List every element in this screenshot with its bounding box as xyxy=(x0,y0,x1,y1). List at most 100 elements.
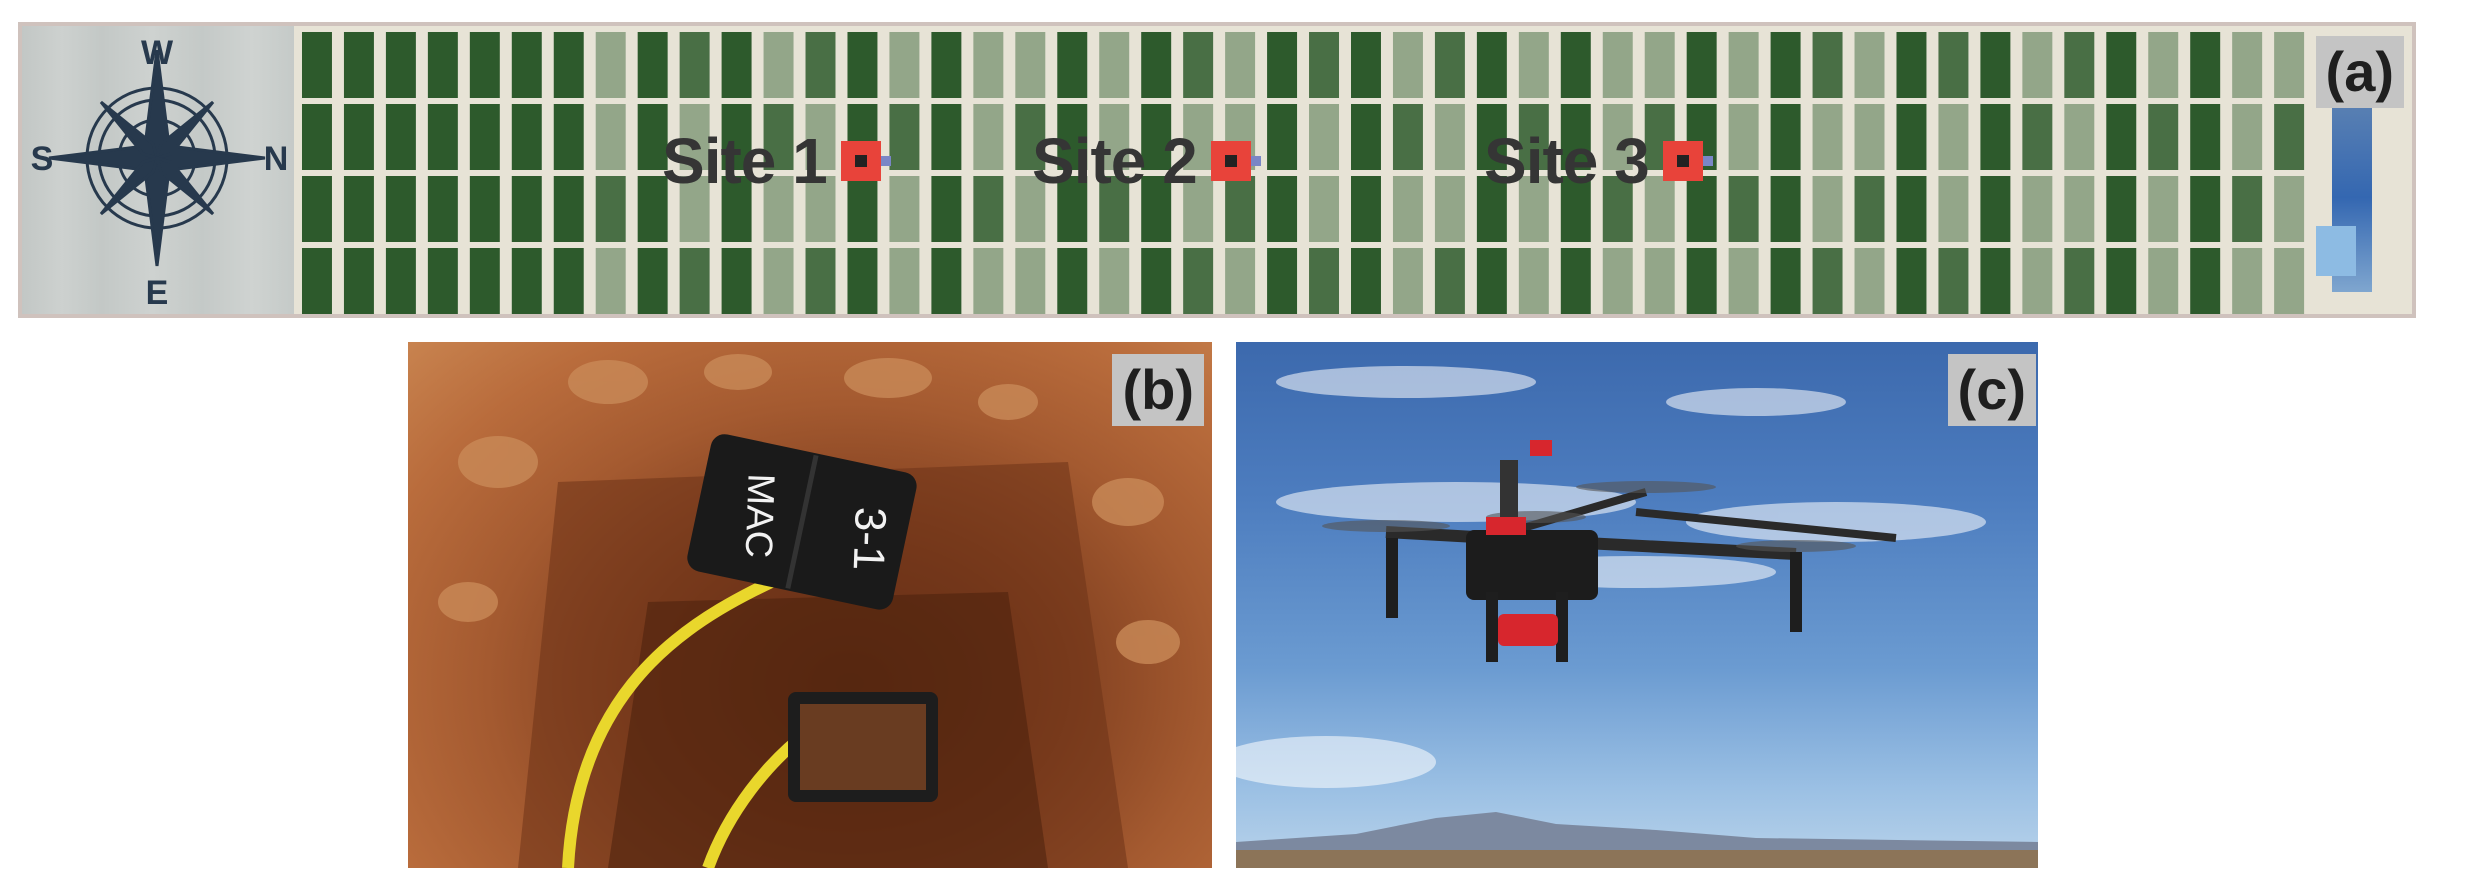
crop-plot xyxy=(2022,32,2053,98)
crop-plot xyxy=(427,104,458,170)
crop-plot xyxy=(1225,248,1256,314)
drone-photo: (c) xyxy=(1236,342,2038,868)
crop-plot xyxy=(1183,176,1214,242)
crop-plot xyxy=(343,248,374,314)
sensor-label-mac: MAC xyxy=(737,473,782,559)
panel-a-tag: (a) xyxy=(2315,36,2404,108)
crop-plot xyxy=(2022,176,2053,242)
crop-plot xyxy=(1141,104,1172,170)
crop-plot xyxy=(721,176,752,242)
crop-plot xyxy=(1434,176,1465,242)
crop-plot xyxy=(1854,176,1885,242)
crop-plot xyxy=(1896,104,1927,170)
compass-north: N xyxy=(264,140,289,178)
crop-plot xyxy=(1183,248,1214,314)
crop-plot xyxy=(1518,176,1549,242)
crop-plot xyxy=(1476,32,1507,98)
crop-plot xyxy=(1267,176,1298,242)
crop-plot xyxy=(301,104,332,170)
crop-plot xyxy=(1854,104,1885,170)
crop-plot xyxy=(385,248,416,314)
crop-plot xyxy=(1686,176,1717,242)
drone xyxy=(1322,440,1897,662)
crop-plot xyxy=(1644,32,1675,98)
crop-plot xyxy=(1476,248,1507,314)
crop-plot xyxy=(2190,32,2221,98)
crop-plot xyxy=(1015,248,1046,314)
crop-plot xyxy=(511,176,542,242)
crop-plot xyxy=(343,176,374,242)
crop-plot xyxy=(1392,248,1423,314)
crop-plot xyxy=(2106,176,2137,242)
crop-plot xyxy=(805,248,836,314)
crop-plot xyxy=(2190,104,2221,170)
crop-plot xyxy=(511,32,542,98)
crop-plot xyxy=(679,248,710,314)
crop-plot xyxy=(1099,176,1130,242)
crop-plot xyxy=(553,176,584,242)
crop-plot xyxy=(1854,248,1885,314)
panel-b-tag: (b) xyxy=(1112,354,1204,426)
crop-plot xyxy=(1560,248,1591,314)
crop-plot xyxy=(1057,104,1088,170)
crop-plot xyxy=(1728,32,1759,98)
crop-plot xyxy=(1309,176,1340,242)
crop-plot xyxy=(1392,104,1423,170)
crop-plot xyxy=(1434,104,1465,170)
crop-plot xyxy=(595,104,626,170)
crop-plot xyxy=(2190,176,2221,242)
crop-plot xyxy=(1812,104,1843,170)
crop-plot xyxy=(1812,32,1843,98)
crop-plot xyxy=(1057,176,1088,242)
crop-plot xyxy=(889,32,920,98)
sensor-label-id: 3-1 xyxy=(844,506,895,571)
crop-plot xyxy=(1141,248,1172,314)
crop-plot xyxy=(1267,104,1298,170)
crop-plot xyxy=(973,32,1004,98)
crop-plot xyxy=(595,32,626,98)
crop-plot xyxy=(1812,176,1843,242)
crop-plot xyxy=(1644,248,1675,314)
crop-plot xyxy=(1602,32,1633,98)
crop-plot xyxy=(1015,176,1046,242)
site-2-sensor-icon xyxy=(1210,141,1251,181)
lower-sensor xyxy=(788,692,938,802)
site-1-marker: Site 1 xyxy=(662,124,891,198)
crop-plot xyxy=(2148,248,2179,314)
crop-plot xyxy=(1602,176,1633,242)
crop-plot xyxy=(637,32,668,98)
crop-plot xyxy=(301,32,332,98)
crop-plot xyxy=(973,104,1004,170)
crop-plot xyxy=(2064,176,2095,242)
crop-plot xyxy=(1099,104,1130,170)
crop-plot xyxy=(931,32,962,98)
crop-plot xyxy=(805,32,836,98)
crop-plot xyxy=(1392,176,1423,242)
crop-plot xyxy=(679,104,710,170)
compass-south: S xyxy=(31,140,54,178)
site-1-sensor-icon xyxy=(840,141,881,181)
crop-plot xyxy=(469,248,500,314)
crop-plot xyxy=(679,32,710,98)
crop-plot xyxy=(1728,104,1759,170)
crop-plot xyxy=(2232,176,2263,242)
crop-plot xyxy=(721,32,752,98)
crop-plot xyxy=(1896,32,1927,98)
crop-plot xyxy=(1351,176,1381,242)
crop-plot xyxy=(2064,104,2095,170)
crop-plot xyxy=(931,176,962,242)
crop-plot xyxy=(2106,248,2137,314)
crop-plot xyxy=(1351,104,1381,170)
crop-plot xyxy=(1057,32,1088,98)
crop-plot xyxy=(1351,248,1381,314)
crop-plot xyxy=(763,32,794,98)
crop-plot xyxy=(595,176,626,242)
compass-east: E xyxy=(146,274,169,312)
compass-west: W xyxy=(141,34,174,72)
crop-plot xyxy=(2148,104,2179,170)
crop-plot xyxy=(763,176,794,242)
crop-plot xyxy=(1309,32,1340,98)
crop-plot xyxy=(1141,32,1172,98)
crop-plots xyxy=(294,26,2412,314)
crop-plot xyxy=(1686,32,1717,98)
